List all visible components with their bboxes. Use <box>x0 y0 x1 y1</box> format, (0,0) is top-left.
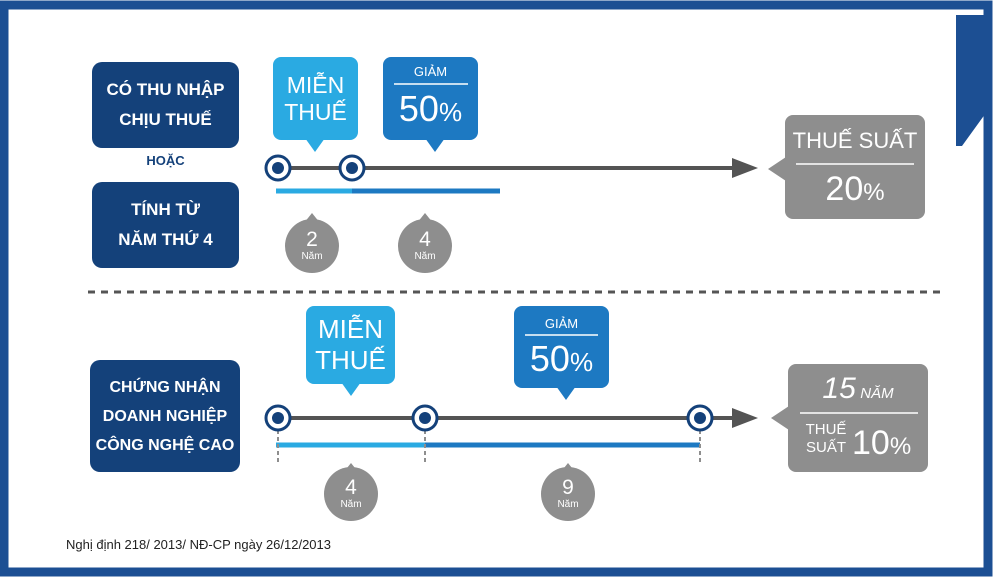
row1-period2-num: 4 <box>419 228 431 251</box>
row1-exempt-line1: MIỄN <box>286 71 345 98</box>
row2-rate-label-line1: THUẾ <box>805 421 847 438</box>
row1-exempt-callout: MIỄN THUẾ <box>273 57 358 140</box>
row1-period1-marker <box>285 213 339 273</box>
row1-period2-unit: Năm <box>414 251 436 262</box>
row1-reduce-label: GIẢM <box>413 64 448 79</box>
row1-milestone-1 <box>264 154 292 182</box>
row2-period2-unit: Năm <box>557 499 579 510</box>
row1-condition-a: CÓ THU NHẬP CHỊU THUẾ <box>92 62 239 148</box>
row1-condition-b: TÍNH TỪ NĂM THỨ 4 <box>92 182 239 268</box>
row1-rate-value-wrap: 20% <box>785 170 925 209</box>
row1-period1-unit: Năm <box>301 251 323 262</box>
row2-exempt-callout-bg <box>306 306 395 396</box>
row2-period1-num: 4 <box>345 476 357 499</box>
row2-reduce-unit: % <box>569 347 594 377</box>
row2-period1-unit: Năm <box>340 499 362 510</box>
row2-exempt-line1: MIỄN <box>318 314 383 344</box>
row2-exempt-callout: MIỄN THUẾ <box>306 306 395 384</box>
row1-reduce-value: 50 <box>398 88 439 129</box>
row2-condition-line2: DOANH NGHIỆP <box>102 407 228 425</box>
row2-period1-marker <box>324 463 378 521</box>
row1-condition-b-line2: NĂM THỨ 4 <box>118 230 213 249</box>
row2-condition-line1: CHỨNG NHẬN <box>109 378 221 396</box>
row1-period1-num: 2 <box>306 228 318 251</box>
row1-milestone-2 <box>338 154 366 182</box>
row1-rate-box-bg <box>768 115 925 219</box>
row2-duration-num: 15 <box>822 372 856 405</box>
row2-rate-label: THUẾ SUẤT <box>800 421 852 457</box>
row2-reduce-label: GIẢM <box>544 316 579 331</box>
row2-rate-value-wrap: 10% <box>852 424 924 463</box>
row1-or-label: HOẶC <box>146 153 185 168</box>
row2-period2-marker <box>541 463 595 521</box>
row1-reduce-callout-bg <box>383 57 478 152</box>
row2-condition-line3: CÔNG NGHỆ CAO <box>95 436 235 454</box>
row1-exempt-line2: THUẾ <box>284 98 347 125</box>
row1-condition-a-line1: CÓ THU NHẬP <box>106 80 225 99</box>
row1-reduce-unit: % <box>438 97 463 127</box>
row2-milestone-2 <box>411 404 439 432</box>
row2-exempt-line2: THUẾ <box>315 345 386 375</box>
row2-reduce-value: 50 <box>529 338 570 379</box>
row1-rate-label: THUẾ SUẤT <box>792 128 918 153</box>
row1-timeline-arrowhead <box>732 158 758 178</box>
row1-condition-b-line1: TÍNH TỪ <box>131 200 200 219</box>
row1-rate-unit: % <box>863 179 885 206</box>
row2-reduce-callout-bg <box>514 306 609 400</box>
row2-reduce-value-wrap: 50% <box>514 338 609 380</box>
row2-period1-label: 4 Năm <box>324 476 378 511</box>
row1-condition-a-line2: CHỊU THUẾ <box>119 110 212 129</box>
row2-period2-label: 9 Năm <box>541 476 595 511</box>
row2-period2-num: 9 <box>562 476 574 499</box>
row1-rate-value: 20 <box>825 170 864 208</box>
row2-duration-unit: NĂM <box>860 385 894 402</box>
row2-rate-label-line2: SUẤT <box>805 439 846 456</box>
row2-milestone-1 <box>264 404 292 432</box>
row1-reduce-value-wrap: 50% <box>383 88 478 130</box>
row1-exempt-callout-bg <box>273 57 358 152</box>
row1-period1-label: 2 Năm <box>285 228 339 263</box>
row2-timeline-arrowhead <box>732 408 758 428</box>
row2-rate-value: 10 <box>852 424 890 462</box>
row1-period2-label: 4 Năm <box>398 228 452 263</box>
row2-duration: 15 NĂM <box>788 372 928 406</box>
footnote: Nghị định 218/ 2013/ NĐ-CP ngày 26/12/20… <box>66 537 332 552</box>
frame-corner-tab <box>956 15 992 572</box>
row2-condition: CHỨNG NHẬN DOANH NGHIỆP CÔNG NGHỆ CAO <box>90 360 240 472</box>
row1-period2-marker <box>398 213 452 273</box>
row2-rate-unit: % <box>889 433 912 460</box>
row2-rate-box-bg <box>771 364 928 472</box>
row2-milestone-3 <box>686 404 714 432</box>
